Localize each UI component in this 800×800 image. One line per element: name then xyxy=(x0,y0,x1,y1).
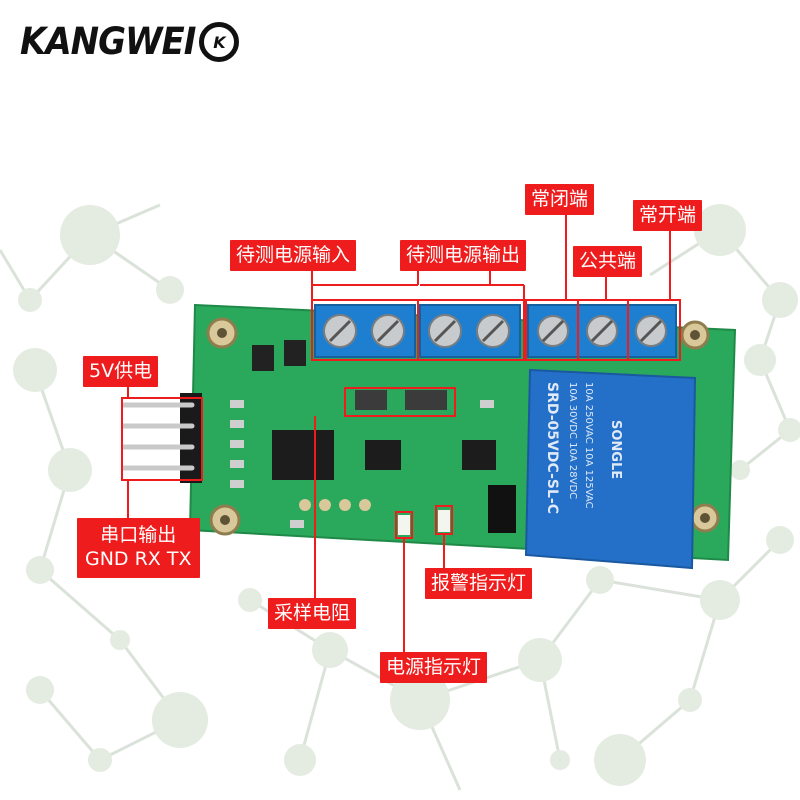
screw-terminal-input xyxy=(314,304,416,358)
callout-lines xyxy=(127,212,671,652)
label-input-terminal: 待测电源输入 xyxy=(230,240,357,271)
label-common: 公共端 xyxy=(573,246,643,277)
relay-rating-1: 10A 250VAC 10A 125VAC xyxy=(583,382,594,509)
label-normally-open: 常开端 xyxy=(633,200,703,231)
label-power-5v: 5V供电 xyxy=(83,356,159,387)
relay-brand: SONGLE xyxy=(608,420,623,479)
brand-logo: KANGWEI K xyxy=(20,20,240,64)
label-normally-closed: 常闭端 xyxy=(525,184,595,215)
network-nodes xyxy=(13,204,800,786)
components xyxy=(230,340,516,535)
label-output-terminal: 待测电源输出 xyxy=(400,240,527,271)
label-serial-output: 串口输出 GND RX TX xyxy=(77,518,200,578)
screw-terminal-relay xyxy=(527,304,677,358)
screw-terminal-output xyxy=(419,304,521,358)
relay-model: SRD-05VDC-SL-C xyxy=(544,382,560,514)
callout-frames xyxy=(121,299,681,539)
relay: SONGLE SRD-05VDC-SL-C 10A 250VAC 10A 125… xyxy=(524,368,697,570)
label-power-led: 电源指示灯 xyxy=(380,652,488,683)
header-pins xyxy=(121,393,202,483)
label-alarm-led: 报警指示灯 xyxy=(425,568,533,599)
brand-badge-icon: K xyxy=(199,22,240,62)
label-sampling-resistor: 采样电阻 xyxy=(268,598,357,629)
relay-rating-2: 10A 30VDC 10A 28VDC xyxy=(567,382,578,499)
label-serial-line1: 串口输出 xyxy=(100,524,177,546)
brand-name: KANGWEI xyxy=(20,20,196,64)
label-serial-line2: GND RX TX xyxy=(85,547,192,570)
